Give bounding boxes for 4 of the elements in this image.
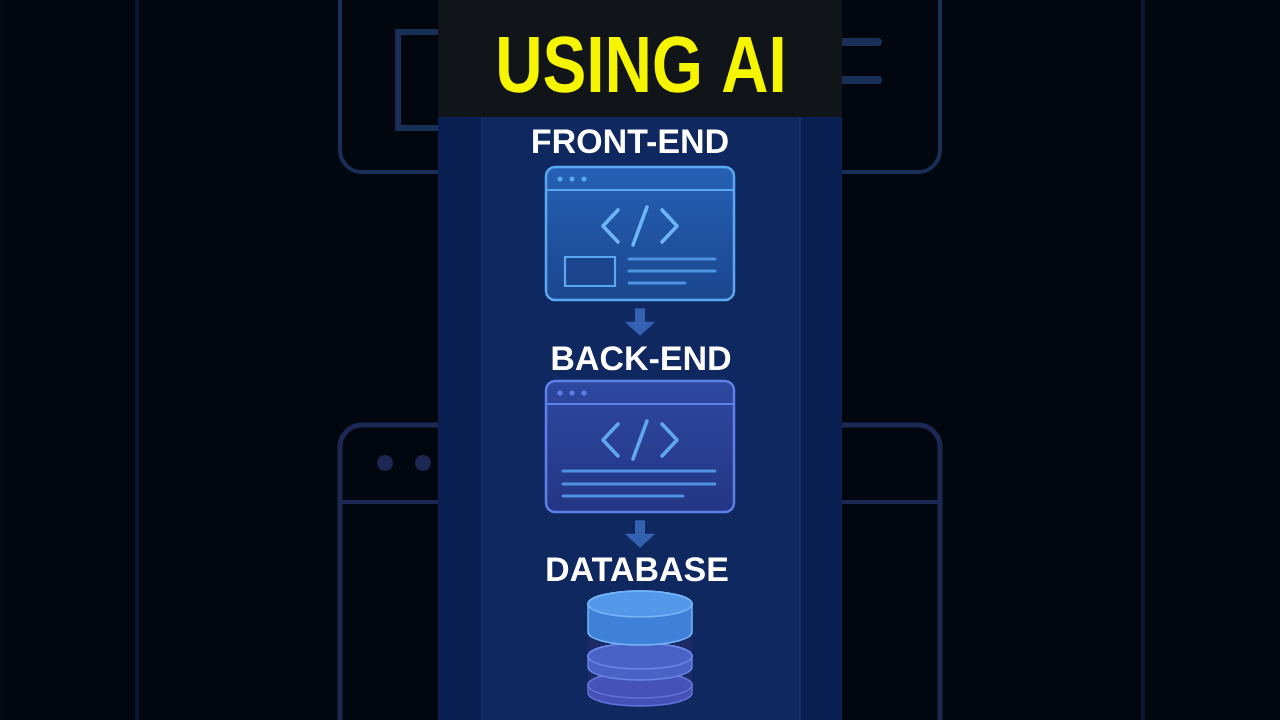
section-heading: FRONT-END — [533, 129, 728, 154]
section-heading: BACK-END — [552, 346, 731, 371]
section-heading: DATABASE — [547, 557, 728, 582]
title-banner: USING AI — [438, 0, 842, 117]
